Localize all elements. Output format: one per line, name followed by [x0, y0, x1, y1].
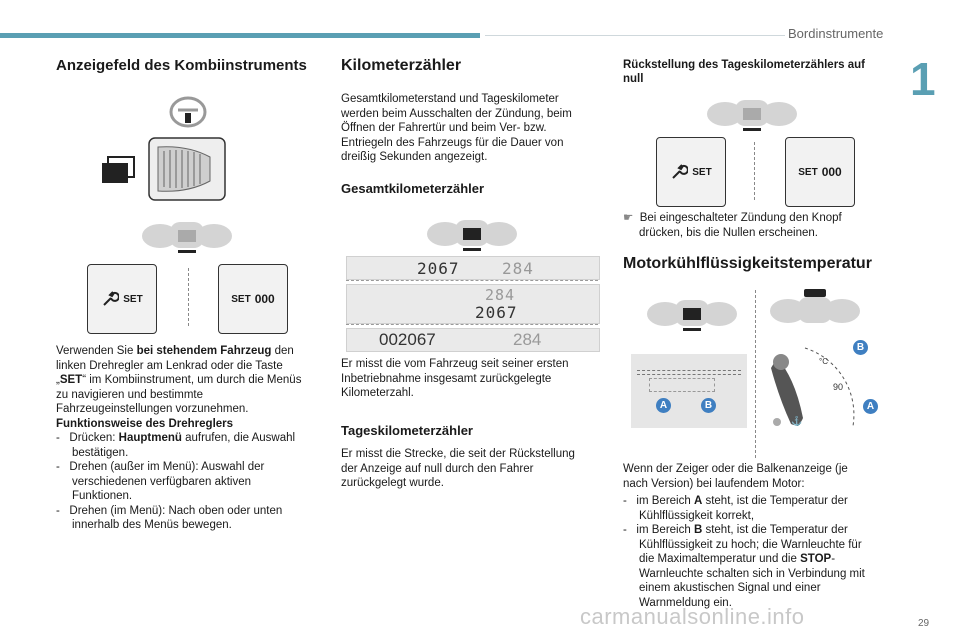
func-list: - Drücken: Hauptmenü aufrufen, die Auswa…	[56, 431, 304, 533]
col2-heading: Kilometerzähler	[341, 57, 462, 74]
odometer-intro: Gesamtkilometerstand und Tageskilometer …	[341, 93, 572, 163]
set-000-button-illustration: SET 000	[218, 264, 288, 334]
svg-text:90: 90	[833, 382, 843, 392]
odometer-display-2: 284 2067	[346, 284, 600, 324]
zone-a-badge: A	[863, 399, 878, 414]
rotary-dial-illustration	[148, 137, 226, 201]
divider-dashed	[346, 324, 598, 325]
screens-icon	[102, 156, 135, 183]
list-item: - im Bereich B steht, ist die Temperatur…	[623, 524, 865, 609]
set-000-button-illustration: SET 000	[785, 137, 855, 207]
reset-heading: Rückstellung des Tageskilometerzählers a…	[623, 59, 866, 85]
coolant-intro: Wenn der Zeiger oder die Balkenanzeige (…	[623, 463, 848, 490]
set-label: SET	[231, 293, 251, 305]
steering-wheel-icon	[169, 96, 207, 128]
temperature-gauge: °C 90 ⚓	[771, 347, 855, 427]
header-rule	[485, 35, 785, 36]
odometer-display-3: 002067 284	[346, 328, 600, 352]
list-item: - Drehen (im Menü): Nach oben oder unten…	[56, 504, 283, 532]
svg-text:°C: °C	[819, 357, 828, 366]
zero-label: 000	[254, 292, 275, 306]
svg-text:⚓: ⚓	[791, 415, 802, 426]
list-item: - Drücken: Hauptmenü aufrufen, die Auswa…	[56, 432, 296, 459]
list-item: ☛ Bei eingeschalteter Zündung den Knopf …	[623, 212, 842, 239]
divider-dashed	[754, 142, 755, 200]
coolant-body: Wenn der Zeiger oder die Balkenanzeige (…	[623, 462, 875, 610]
func-title: Funktionsweise des Drehreglers	[56, 417, 234, 430]
trip-odometer-text: Er misst die Strecke, die seit der Rücks…	[341, 448, 575, 489]
total-odometer-text: Er misst die vom Fahrzeug seit seiner er…	[341, 358, 569, 399]
odometer-display-1: 2067 284	[346, 256, 600, 280]
zone-a-badge: A	[656, 398, 671, 413]
zone-b-badge: B	[853, 340, 868, 355]
temperature-bar-panel	[631, 354, 747, 428]
page-number: 29	[918, 618, 930, 629]
header-accent-bar	[0, 33, 480, 38]
instrument-cluster-icon	[142, 222, 232, 253]
instrument-cluster-icon	[427, 220, 517, 251]
list-item: - Drehen (außer im Menü): Auswahl der ve…	[56, 461, 265, 502]
total-odometer-heading: Gesamtkilometerzähler	[341, 181, 485, 196]
set-label: SET	[692, 166, 712, 178]
watermark: carmanualsonline.info	[580, 604, 805, 629]
instrument-cluster-icon	[707, 100, 797, 131]
col1-heading: Anzeigefeld des Kombiinstruments	[56, 57, 307, 74]
coolant-heading: Motorkühlflüssigkeitstemperatur	[623, 255, 872, 272]
divider-dashed	[637, 374, 741, 375]
zone-bracket	[649, 378, 715, 392]
list-item: - im Bereich A steht, ist die Temperatur…	[623, 495, 848, 522]
divider-dashed	[755, 290, 756, 458]
set-button-illustration: SET	[87, 264, 157, 334]
instrument-cluster-icon	[770, 289, 860, 323]
divider-dashed	[346, 280, 598, 281]
trip-odometer-heading: Tageskilometerzähler	[341, 423, 473, 438]
wrench-icon	[672, 164, 689, 179]
divider-dashed	[637, 370, 741, 371]
col1-body: Verwenden Sie bei stehendem Fahrzeug den…	[56, 344, 304, 533]
zone-b-badge: B	[701, 398, 716, 413]
bullet-icon: ☛	[623, 212, 634, 224]
set-label: SET	[123, 293, 143, 305]
set-label: SET	[798, 166, 818, 178]
divider-dashed	[188, 268, 189, 326]
set-button-illustration: SET	[656, 137, 726, 207]
intro-paragraph: Verwenden Sie bei stehendem Fahrzeug den…	[56, 345, 302, 415]
reset-instruction: ☛ Bei eingeschalteter Zündung den Knopf …	[623, 211, 873, 240]
coolant-list: - im Bereich A steht, ist die Temperatur…	[623, 494, 875, 610]
wrench-icon	[103, 291, 120, 306]
instrument-cluster-icon	[647, 300, 737, 331]
section-title: Bordinstrumente	[788, 26, 884, 41]
zero-label: 000	[821, 165, 842, 179]
chapter-number: 1	[910, 53, 936, 105]
